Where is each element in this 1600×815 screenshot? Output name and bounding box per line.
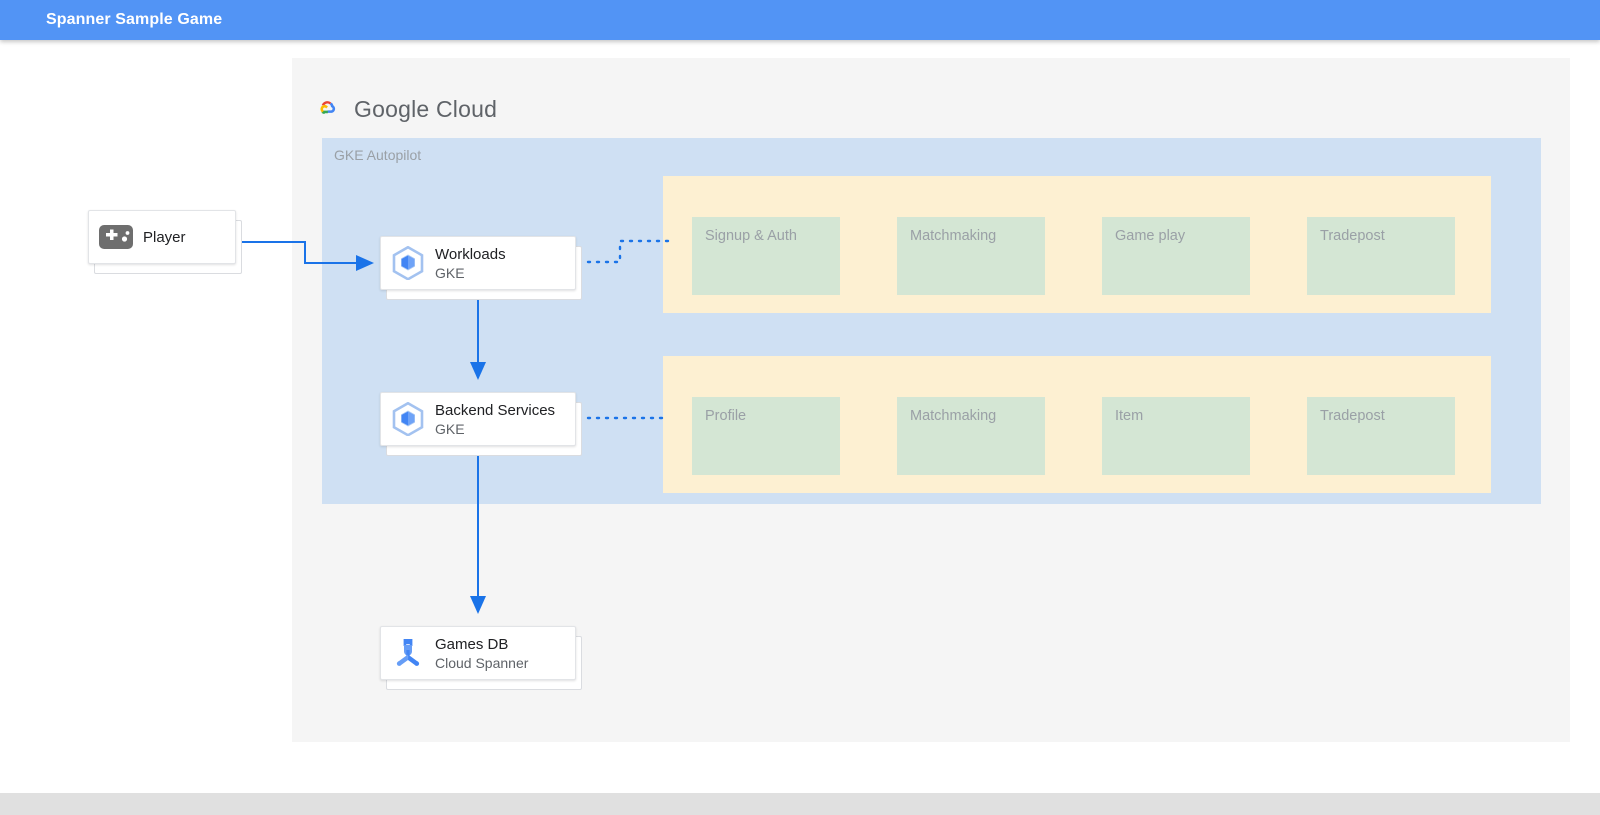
gamepad-icon <box>89 210 143 264</box>
service-box: Matchmaking <box>897 217 1045 295</box>
service-box: Tradepost <box>1307 217 1455 295</box>
service-box: Game play <box>1102 217 1250 295</box>
service-box: Signup & Auth <box>692 217 840 295</box>
service-label: Profile <box>705 408 747 424</box>
node-subtitle: GKE <box>435 420 465 437</box>
cloud-spanner-icon <box>381 626 435 680</box>
footer-strip <box>0 793 1600 815</box>
service-label: Game play <box>1115 228 1186 244</box>
service-label: Item <box>1115 408 1144 424</box>
gke-autopilot-region: GKE Autopilot Signup & Auth Matchmaking … <box>322 138 1541 504</box>
app-title-bar: Spanner Sample Game <box>0 0 1600 40</box>
node-title: Games DB <box>435 635 509 653</box>
node-text: Games DB Cloud Spanner <box>435 635 528 672</box>
service-group-backend-services: Profile Matchmaking Item Tradepost <box>663 356 1491 493</box>
node-subtitle: GKE <box>435 264 465 281</box>
node-title: Workloads <box>435 245 506 263</box>
node-card[interactable]: Backend Services GKE <box>380 392 576 446</box>
node-card[interactable]: Workloads GKE <box>380 236 576 290</box>
node-card[interactable]: Player <box>88 210 236 264</box>
node-title: Backend Services <box>435 401 556 419</box>
node-card[interactable]: Games DB Cloud Spanner <box>380 626 576 680</box>
node-text: Workloads GKE <box>435 245 506 282</box>
node-text: Player <box>143 228 186 247</box>
service-label: Matchmaking <box>910 228 997 244</box>
service-label: Matchmaking <box>910 408 997 424</box>
logo-word-google: Google <box>354 95 430 122</box>
logo-word-cloud: Cloud <box>435 95 498 122</box>
service-label: Tradepost <box>1320 408 1385 424</box>
service-box: Matchmaking <box>897 397 1045 475</box>
node-text: Backend Services GKE <box>435 401 555 438</box>
service-box: Profile <box>692 397 840 475</box>
gke-autopilot-label: GKE Autopilot <box>334 147 422 163</box>
node-subtitle: Cloud Spanner <box>435 654 529 671</box>
google-cloud-logo: Google Cloud <box>310 93 497 125</box>
node-title: Player <box>143 228 186 246</box>
google-cloud-logo-icon <box>320 101 336 114</box>
service-box: Item <box>1102 397 1250 475</box>
service-label: Tradepost <box>1320 228 1385 244</box>
service-group-frontend-services: Signup & Auth Matchmaking Game play Trad… <box>663 176 1491 313</box>
service-box: Tradepost <box>1307 397 1455 475</box>
google-cloud-logo-text: Google Cloud <box>354 96 497 123</box>
app-title: Spanner Sample Game <box>46 11 223 28</box>
service-label: Signup & Auth <box>705 228 797 244</box>
gke-icon <box>381 392 435 446</box>
gke-icon <box>381 236 435 290</box>
